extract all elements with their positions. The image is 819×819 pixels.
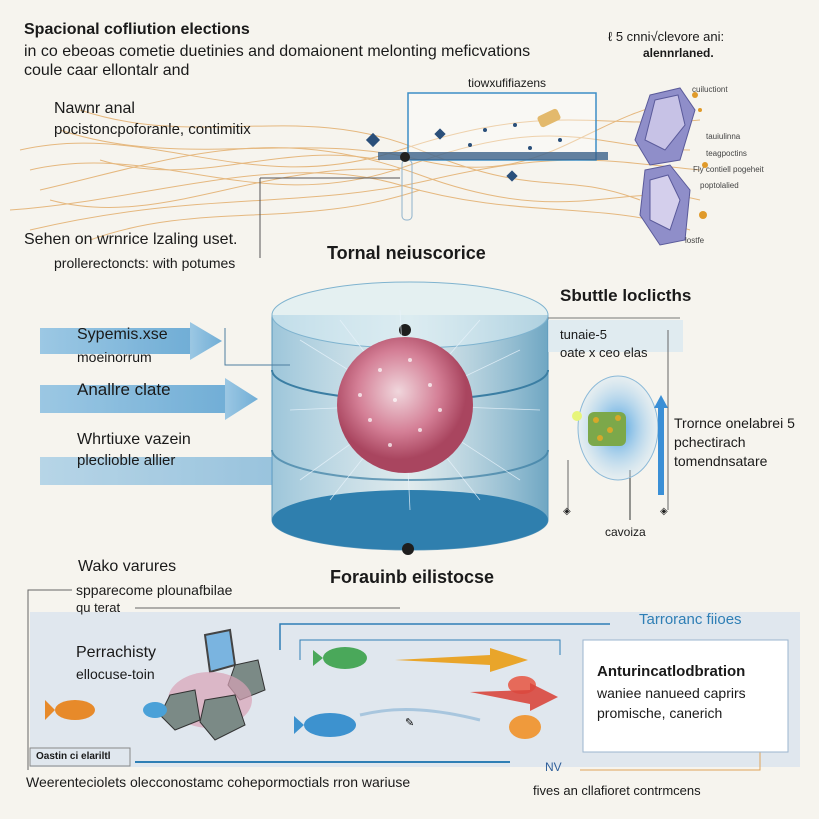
svg-text:◈: ◈ [563,506,571,517]
header-line-1: in co ebeoas cometie duetinies and domai… [24,43,531,60]
crystal-label: cuiluctiont [692,85,728,94]
flow-label: Tarroranc fiioes [639,611,742,628]
section-title-left: Nawnr anal [54,100,135,117]
fiber-box-label: tiowxufifiazens [468,76,547,90]
lens-caption: cavoiza [605,525,646,539]
arrow-3-subtitle: pleclioble allier [77,452,176,469]
crystal-label: lostfe [685,236,705,245]
bottom-sub-2: qu terat [76,600,121,615]
top-right-line-1: ℓ 5 cnni√clevore ani: [608,29,725,44]
crystal-label: teagpoctins [706,149,747,158]
svg-text:✎: ✎ [405,717,414,729]
fish-icons [45,647,541,739]
fiber-box [407,92,597,161]
lens-text-3: tomendnsatare [674,453,768,469]
section-subtitle-left: pocistoncpoforanle, contimitix [54,121,251,138]
cluster-title: Perrachisty [76,644,157,661]
arrow-3-title: Whrtiuxe vazein [77,431,191,448]
nv-label: NV [545,760,562,774]
lens-text-1: Trornce onelabrei 5 [674,415,795,431]
footer-left: Weerenteciolets olecconostamc cohepormoc… [26,774,411,790]
cylinder-bottom-label: Forauinb eilistocse [330,567,495,587]
page-title: Spacional cofliution elections [24,21,250,38]
result-box-line-1: waniee nanueed caprirs [597,685,746,701]
crystal-icons [634,87,696,246]
top-right-line-2: alennrlaned. [643,46,714,60]
result-box-line-2: promische, canerich [597,705,723,721]
input-arrows [40,322,272,485]
crystal-label: tauiulinna [706,132,741,141]
cylinder-reactor [271,281,549,555]
cell-sphere [337,337,473,473]
bottom-sub-1: spparecome plounafbilae [76,582,233,598]
header-line-2: coule caar ellontalr and [24,62,190,79]
result-box-title: Anturincatlodbration [597,663,746,680]
right-section-title: Sbuttle loclicths [560,286,692,305]
arrow-1-title: Sypemis.xse [77,326,168,343]
left-line-4: prollerectoncts: with potumes [54,255,236,271]
arrow-1-subtitle: moeinorrum [77,349,152,365]
hexagon-cluster [159,628,266,741]
crystal-label: Fly contiell pogeheit [693,165,764,174]
footer-right: fives an cllafioret contrmcens [533,783,701,798]
bottom-title: Wako varures [78,558,177,575]
arrow-2-title: Anallre clate [77,380,171,399]
cluster-subtitle: ellocuse-toin [76,666,155,682]
flow-arrow-yellow [395,648,528,672]
crystal-label: poptolalied [700,181,739,190]
corner-tag: Oastin ci elariltl [36,751,111,762]
right-small-2: oate x ceo elas [560,345,648,360]
cylinder-top-label: Tornal neiuscorice [327,243,486,263]
right-small-1: tunaie-5 [560,327,607,342]
lens-text-2: pchectirach [674,434,746,450]
flow-arrow-red [470,683,558,711]
svg-text:◈: ◈ [660,506,668,517]
result-box [582,639,789,753]
left-line-3: Sehen on wrnrice lzaling uset. [24,231,238,248]
